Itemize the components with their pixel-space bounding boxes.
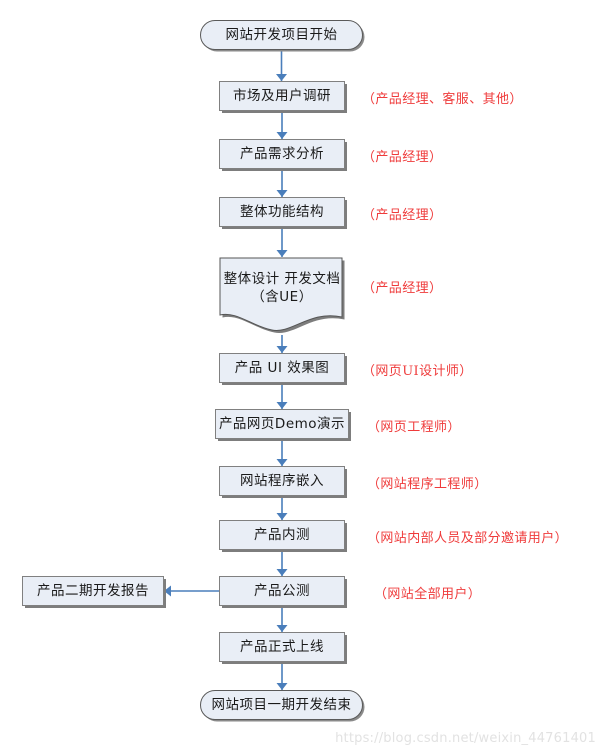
conn-research-req-arrowhead <box>276 132 288 139</box>
conn-demo-embed-arrowhead <box>276 459 288 466</box>
flow-node-beta: 产品公测 <box>219 576 345 606</box>
annot-demo: （网页工程师） <box>367 420 461 435</box>
annot-research: （产品经理、客服、其他） <box>362 92 523 107</box>
flow-node-label-ui: 产品 UI 效果图 <box>234 359 330 376</box>
flow-node-embed: 网站程序嵌入 <box>219 466 345 496</box>
flow-node-structure: 整体功能结构 <box>219 197 345 227</box>
annot-requirement: （产品经理） <box>362 150 443 165</box>
flow-node-ui: 产品 UI 效果图 <box>219 353 345 383</box>
conn-ui-demo-arrowhead <box>276 402 288 409</box>
watermark-text: https://blog.csdn.net/weixin_44761401 <box>335 731 596 746</box>
conn-launch-end-arrowhead <box>276 683 288 690</box>
flow-node-label-phase2report: 产品二期开发报告 <box>37 582 149 599</box>
flow-node-phase2report: 产品二期开发报告 <box>22 576 164 606</box>
flow-node-label-beta: 产品公测 <box>254 582 310 599</box>
flow-node-label-designdoc: 整体设计 开发文档 （含UE） <box>223 270 341 305</box>
flow-node-label-end: 网站项目一期开发结束 <box>211 696 352 713</box>
annot-embed: （网站程序工程师） <box>367 477 488 492</box>
conn-start-research-arrowhead <box>276 74 287 81</box>
flow-node-designdoc: 整体设计 开发文档 （含UE） <box>219 257 345 335</box>
conn-doc-ui-arrowhead <box>276 346 288 353</box>
flow-node-end: 网站项目一期开发结束 <box>200 690 363 720</box>
annot-beta: （网站全部用户） <box>374 587 482 602</box>
conn-beta-report-arrowhead <box>164 585 171 597</box>
flow-node-requirement: 产品需求分析 <box>219 139 345 169</box>
flow-node-start: 网站开发项目开始 <box>200 20 363 50</box>
conn-alpha-beta-arrowhead <box>276 569 288 576</box>
flow-node-label-launch: 产品正式上线 <box>240 638 324 655</box>
annot-designdoc: （产品经理） <box>362 281 443 296</box>
conn-structure-doc-arrowhead <box>276 250 288 257</box>
flow-node-research: 市场及用户调研 <box>219 81 345 111</box>
annot-structure: （产品经理） <box>362 208 443 223</box>
flow-node-label-demo: 产品网页Demo演示 <box>218 415 346 432</box>
document-shape-icon <box>219 257 345 333</box>
flow-node-launch: 产品正式上线 <box>219 632 345 662</box>
flow-node-label-research: 市场及用户调研 <box>233 87 331 104</box>
flow-node-label-embed: 网站程序嵌入 <box>240 472 324 489</box>
flow-node-demo: 产品网页Demo演示 <box>215 409 349 439</box>
flow-node-label-requirement: 产品需求分析 <box>240 145 324 162</box>
annot-ui: （网页UI设计师） <box>362 364 473 379</box>
conn-embed-alpha-arrowhead <box>276 513 288 520</box>
flow-node-alpha: 产品内测 <box>219 520 345 550</box>
conn-req-structure-arrowhead <box>276 190 288 197</box>
flow-node-label-start: 网站开发项目开始 <box>225 26 338 43</box>
annot-alpha: （网站内部人员及部分邀请用户） <box>367 531 569 546</box>
flow-node-label-alpha: 产品内测 <box>254 526 310 543</box>
flow-node-label-structure: 整体功能结构 <box>240 203 324 220</box>
conn-beta-launch-arrowhead <box>276 625 288 632</box>
